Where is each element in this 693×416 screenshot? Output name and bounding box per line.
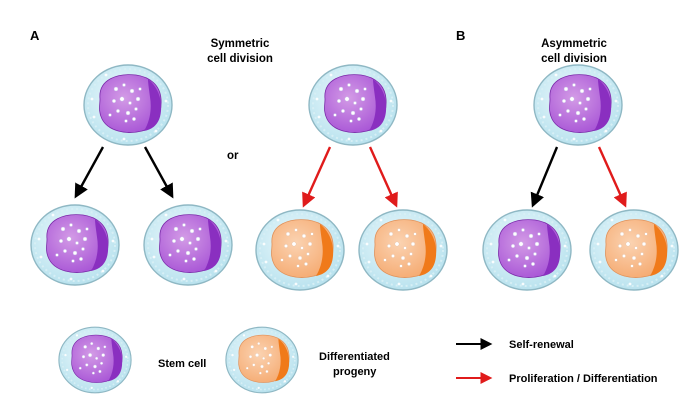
differentiation-arrow xyxy=(597,146,627,208)
self-renewal-arrow xyxy=(530,146,559,208)
panel-a-title-line2: cell division xyxy=(207,53,273,65)
self-renewal-arrow xyxy=(143,146,174,199)
panel-a-title-line1: Symmetric xyxy=(211,38,270,50)
legend-self-renewal-label: Self-renewal xyxy=(509,339,574,351)
differentiated-cell-daughter xyxy=(255,209,345,291)
panel-a-connector-or: or xyxy=(227,150,239,162)
legend-stem-cell-label: Stem cell xyxy=(158,358,206,370)
stem-cell-daughter xyxy=(30,204,120,286)
panel-b-title-line1: Asymmetric xyxy=(541,38,607,50)
stem-cell-parent-a2 xyxy=(308,64,398,146)
stem-cell-parent-b xyxy=(533,64,623,146)
legend-stem-cell-icon xyxy=(58,326,132,394)
legend-differentiated-icon xyxy=(225,326,299,394)
self-renewal-arrow xyxy=(74,146,105,199)
panel-b-label: B xyxy=(456,28,465,43)
stem-cell-daughter xyxy=(482,209,572,291)
differentiation-arrow xyxy=(368,146,398,208)
stem-cell-parent-a1 xyxy=(83,64,173,146)
legend-differentiated-label-line1: Differentiated xyxy=(319,351,390,363)
differentiated-cell-daughter xyxy=(358,209,448,291)
legend-differentiated-label-line2: progeny xyxy=(333,366,377,378)
stem-cell-daughter xyxy=(143,204,233,286)
panel-b-title-line2: cell division xyxy=(541,53,607,65)
differentiated-cell-daughter xyxy=(589,209,679,291)
differentiation-arrow xyxy=(302,146,332,208)
legend-proliferation-label: Proliferation / Differentiation xyxy=(509,373,658,385)
panel-a-label: A xyxy=(30,28,40,43)
